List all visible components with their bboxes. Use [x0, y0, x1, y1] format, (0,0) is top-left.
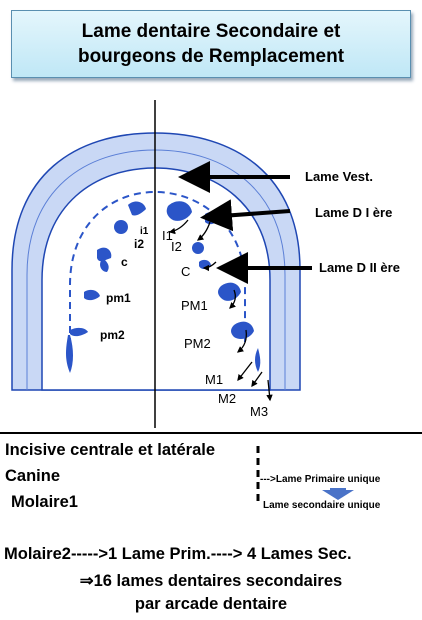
legend-down-arrow [322, 488, 354, 500]
left-label-pm1: pm1 [106, 291, 131, 305]
legend-item-molar1: Molaire1 [11, 493, 78, 511]
right-label-M1: M1 [205, 372, 223, 387]
right-label-I2: I2 [171, 239, 182, 254]
pointer-label-lame-d2: Lame D II ère [319, 260, 400, 275]
summary-line-3: par arcade dentaire [134, 595, 288, 613]
legend-item-incisors: Incisive centrale et latérale [5, 441, 216, 459]
right-label-PM1: PM1 [181, 298, 208, 313]
right-label-M2: M2 [218, 391, 236, 406]
inner-cavity [41, 167, 271, 391]
right-label-C: C [181, 264, 190, 279]
left-label-i2: i2 [134, 237, 144, 251]
title-box: Lame dentaire Secondaire et bourgeons de… [11, 10, 411, 78]
secondary-note: Lame secondaire unique [263, 500, 381, 511]
legend-item-canine: Canine [5, 467, 61, 485]
summary-line-2: ⇒16 lames dentaires secondaires [79, 572, 343, 590]
pointer-label-lame-vest: Lame Vest. [305, 169, 373, 184]
right-label-M3: M3 [250, 404, 268, 419]
title-line-2: bourgeons de Remplacement [77, 46, 345, 67]
pointer-label-lame-d1: Lame D I ère [315, 205, 392, 220]
right-label-PM2: PM2 [184, 336, 211, 351]
dental-lamina-dashed [69, 190, 246, 345]
divider [0, 432, 422, 434]
title-line-1: Lame dentaire Secondaire et [81, 21, 341, 42]
left-tooth-buds [66, 201, 146, 373]
left-label-c: c [121, 255, 128, 269]
left-label-i1: i1 [140, 226, 149, 237]
right-label-I1: I1 [162, 228, 173, 243]
primary-note: --->Lame Primaire unique [260, 474, 381, 485]
pointer-arrows [178, 161, 312, 284]
summary-line-1: Molaire2----->1 Lame Prim.----> 4 Lames … [4, 545, 352, 563]
dental-arch-diagram: i1 i2 c pm1 pm2 I1 I2 C PM1 PM2 M1 M2 M3… [11, 100, 400, 428]
left-label-pm2: pm2 [100, 328, 125, 342]
legend-bracket [256, 446, 354, 506]
